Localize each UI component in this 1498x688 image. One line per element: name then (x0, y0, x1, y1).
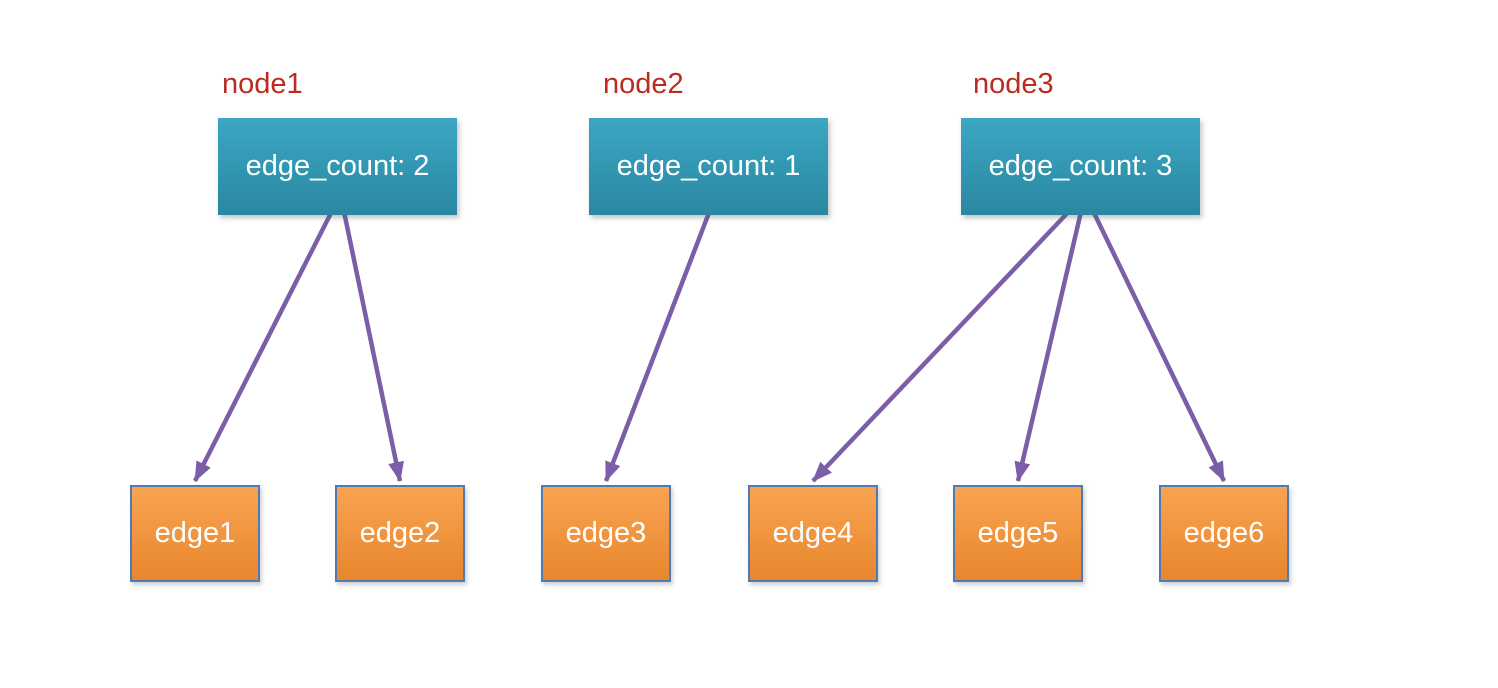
node-box-text: edge_count: 1 (616, 150, 801, 182)
arrow-node3-to-edge4 (811, 212, 1069, 483)
node-box-text: edge_count: 3 (988, 150, 1173, 182)
edge-box: edge5 (953, 485, 1083, 582)
edge-box-text: edge1 (154, 517, 236, 549)
edge-box-text: edge5 (977, 517, 1059, 549)
arrow-node3-to-edge6 (1092, 213, 1227, 482)
node-box: edge_count: 2 (218, 118, 457, 215)
arrow-node1-to-edge1 (192, 212, 333, 483)
edge-box: edge1 (130, 485, 260, 582)
node-box-text: edge_count: 2 (245, 150, 430, 182)
arrow-node2-to-edge3 (603, 213, 711, 482)
node-label: node3 (973, 68, 1054, 100)
node-label: node1 (222, 68, 303, 100)
edge-box-text: edge3 (565, 517, 647, 549)
edge-box-text: edge4 (772, 517, 854, 549)
arrow-node1-to-edge2 (342, 213, 404, 482)
node-box: edge_count: 3 (961, 118, 1200, 215)
arrow-node3-to-edge5 (1014, 213, 1083, 482)
edge-box: edge3 (541, 485, 671, 582)
edge-box: edge6 (1159, 485, 1289, 582)
node-box: edge_count: 1 (589, 118, 828, 215)
edge-box: edge2 (335, 485, 465, 582)
edge-box: edge4 (748, 485, 878, 582)
edge-box-text: edge2 (359, 517, 441, 549)
node-label: node2 (603, 68, 684, 100)
edge-box-text: edge6 (1183, 517, 1265, 549)
